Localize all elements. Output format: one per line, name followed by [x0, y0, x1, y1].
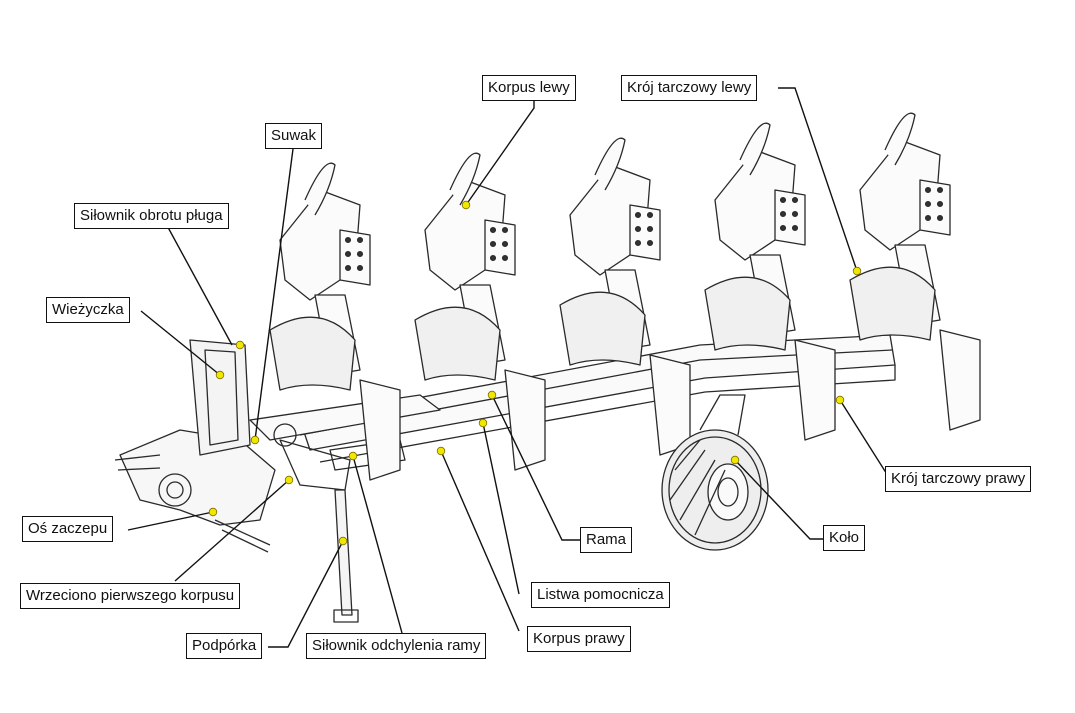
label-korpus-prawy: Korpus prawy	[527, 626, 631, 652]
plough-body	[704, 122, 836, 441]
label-kolo: Koło	[823, 525, 866, 551]
plough-body	[414, 152, 546, 471]
plough-body	[559, 137, 691, 456]
label-wiezyczka: Wieżyczka	[46, 297, 130, 323]
label-kroj-tarczowy-lewy: Krój tarczowy lewy	[621, 75, 758, 101]
label-os-zaczepu: Oś zaczepu	[22, 516, 114, 542]
plough-bodies	[269, 112, 981, 481]
label-podporka: Podpórka	[186, 633, 263, 659]
label-silownik-obrotu-pluga: Siłownik obrotu pługa	[74, 203, 229, 229]
label-wrzeciono-pierwszego-korpusu: Wrzeciono pierwszego korpusu	[20, 583, 241, 609]
plough-body	[269, 162, 401, 481]
plough-body	[849, 112, 981, 431]
label-listwa-pomocnicza: Listwa pomocnicza	[531, 582, 670, 608]
label-suwak: Suwak	[265, 123, 323, 149]
label-silownik-odchylenia-ramy: Siłownik odchylenia ramy	[306, 633, 487, 659]
wheel	[661, 394, 769, 551]
label-rama: Rama	[580, 527, 633, 553]
support-leg	[333, 489, 359, 623]
label-korpus-lewy: Korpus lewy	[482, 75, 576, 101]
label-kroj-tarczowy-prawy: Krój tarczowy prawy	[885, 466, 1032, 492]
